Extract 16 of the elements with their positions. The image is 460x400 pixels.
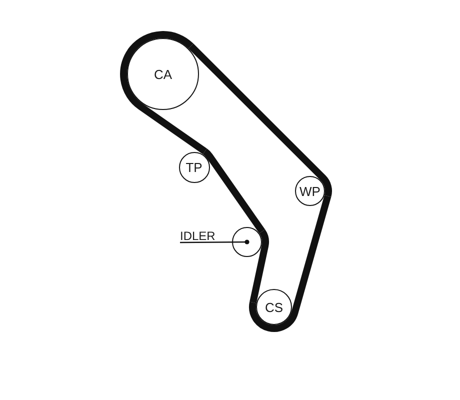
leader-line <box>180 240 250 244</box>
pulley-label: TP <box>186 160 202 174</box>
pulley <box>232 227 262 257</box>
belt <box>188 44 332 197</box>
pulley-label: WP <box>300 184 320 198</box>
belt <box>250 230 269 304</box>
part-label: IDLER <box>180 230 216 242</box>
belt <box>202 148 266 234</box>
pulley-label: CS <box>264 300 284 314</box>
belt <box>120 31 207 154</box>
belt <box>249 195 332 332</box>
pulley-label: CA <box>154 68 172 80</box>
pulley <box>178 152 210 182</box>
pulley <box>127 38 199 110</box>
pulley <box>295 176 325 206</box>
pulley <box>256 289 292 325</box>
